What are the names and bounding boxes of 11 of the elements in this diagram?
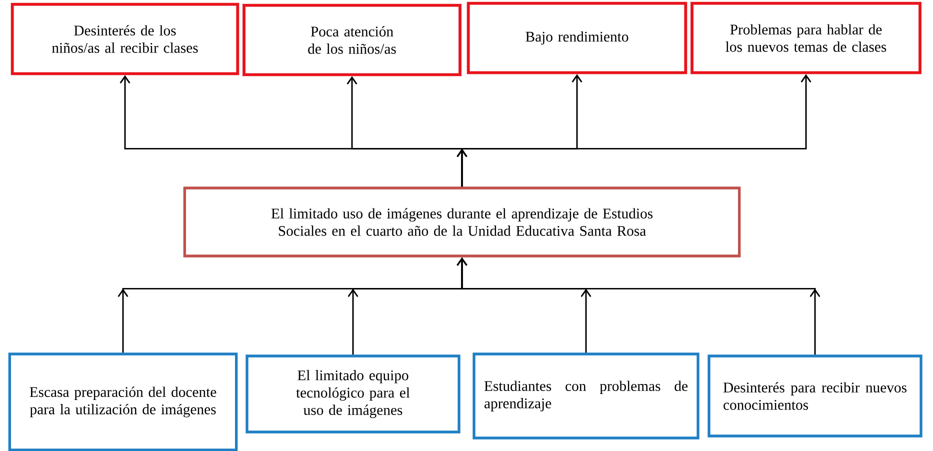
effect-box: Poca atención de los niños/as	[242, 4, 462, 76]
arrow	[456, 74, 812, 187]
effect-box: Desinterés de los niños/as al recibir clases	[10, 2, 240, 76]
cause-box: Escasa preparación del docente para la utilización de imágenes	[8, 352, 238, 451]
effect-box: Bajo rendimiento	[466, 2, 688, 74]
cause-box: Desinterés para recibir nuevos conocimientos	[708, 354, 922, 438]
arrow	[456, 257, 820, 355]
problem-box: El limitado uso de imágenes durante el aprendizaje de Estudios Sociales en el cuarto año de la Unidad Educativa Santa Rosa	[183, 186, 741, 258]
cause-box: Estudiantes con problemas de aprendizaje	[472, 352, 700, 440]
cause-box: El limitado equipo tecnológico para el uso de imágenes	[246, 354, 460, 434]
effect-box: Problemas para hablar de los nuevos temas de clases	[690, 2, 922, 74]
